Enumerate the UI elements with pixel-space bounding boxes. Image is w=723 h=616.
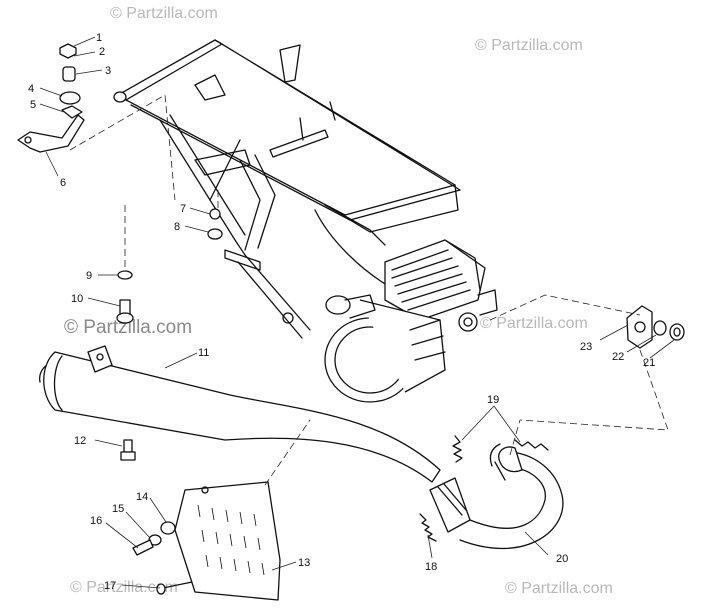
- watermark-center: © Partzilla.com: [64, 317, 192, 338]
- callout-4: 4: [28, 83, 34, 95]
- callout-5: 5: [30, 99, 36, 111]
- callout-21: 21: [643, 357, 655, 369]
- watermark-top-right: © Partzilla.com: [475, 37, 583, 54]
- watermark-top-left: © Partzilla.com: [110, 5, 218, 22]
- callout-11: 11: [198, 347, 209, 359]
- leader-lines: [39, 36, 675, 589]
- callout-13: 13: [298, 557, 310, 569]
- watermark-mid-right: © Partzilla.com: [480, 315, 588, 332]
- frame: [113, 39, 461, 339]
- callout-3: 3: [105, 65, 111, 77]
- reference-lines: [69, 94, 669, 486]
- callout-9: 9: [86, 270, 92, 282]
- callout-1: 1: [96, 32, 102, 44]
- callout-15: 15: [112, 503, 124, 515]
- callout-18: 18: [425, 561, 437, 573]
- callout-16: 16: [90, 515, 102, 527]
- callout-2: 2: [99, 46, 105, 58]
- muffler: [39, 345, 471, 533]
- watermark-bottom-left: © Partzilla.com: [70, 579, 178, 596]
- watermark-bottom-right: © Partzilla.com: [505, 580, 613, 597]
- hardware: [17, 43, 685, 595]
- callout-19: 19: [487, 394, 499, 406]
- callout-12: 12: [74, 435, 86, 447]
- callout-14: 14: [136, 491, 148, 503]
- callout-23: 23: [580, 341, 592, 353]
- callout-10: 10: [71, 293, 83, 305]
- callout-8: 8: [174, 221, 180, 233]
- callout-6: 6: [60, 177, 66, 189]
- expansion-pipe: [459, 443, 564, 550]
- callout-7: 7: [180, 203, 186, 215]
- engine: [324, 239, 498, 403]
- callout-numbers: 1 2 3 4 5 6 7 8 9 10 11 12 13 14 15 16 1…: [28, 32, 655, 592]
- callout-20: 20: [556, 553, 568, 565]
- callout-17: 17: [104, 580, 116, 592]
- callout-22: 22: [612, 351, 624, 363]
